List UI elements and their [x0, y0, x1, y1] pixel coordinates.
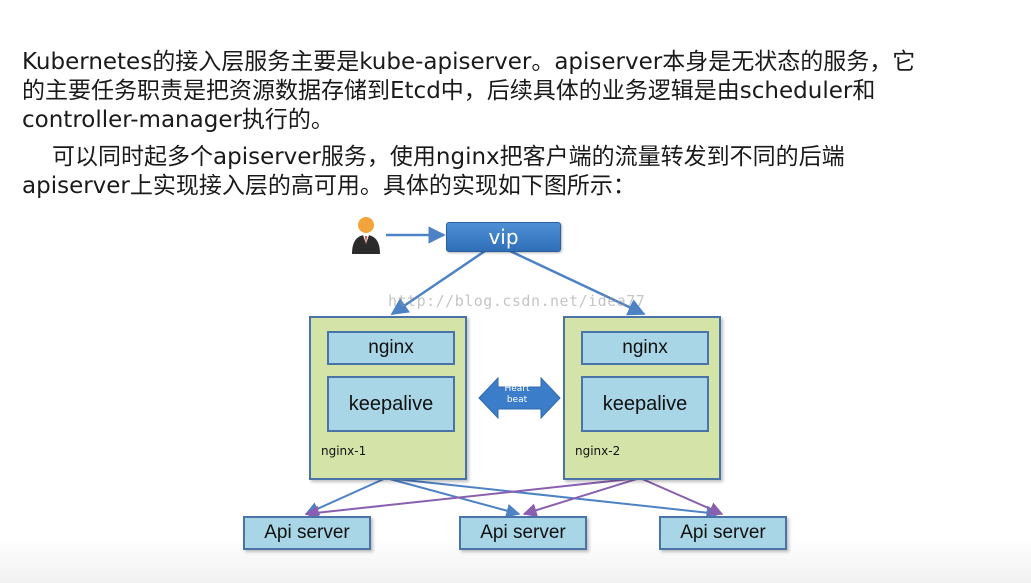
heartbeat-label-line-2: beat [506, 395, 528, 405]
nginx-1-keepalive-box: keepalive [327, 376, 455, 432]
nginx-2-nginx-box: nginx [581, 331, 709, 365]
vip-box: vip [446, 222, 561, 252]
nginx-node-2: nginx keepalive nginx-2 [563, 316, 721, 480]
heartbeat-label: Heart beat [494, 384, 540, 406]
nginx-2-keepalive-box: keepalive [581, 376, 709, 432]
node1-to-api2-line [385, 477, 521, 518]
paragraph-1-line-2: 的主要任务职责是把资源数据存储到Etcd中，后续具体的业务逻辑是由schedul… [22, 78, 876, 104]
node1-to-api1-line [304, 477, 387, 516]
api-server-box-1: Api server [243, 516, 371, 550]
paragraph-1: Kubernetes的接入层服务主要是kube-apiserver。apiser… [22, 48, 1022, 135]
node1-to-api3-line [385, 477, 721, 520]
node2-to-api3-line [639, 477, 724, 516]
nginx-node-1: nginx keepalive nginx-1 [309, 316, 467, 480]
node2-to-api2-line [522, 477, 641, 517]
node2-to-api1-line [304, 477, 641, 520]
vip-to-node2-arrow [509, 249, 646, 316]
watermark: http://blog.csdn.net/idea77 [388, 292, 646, 310]
api-server-box-2: Api server [459, 516, 587, 550]
paragraph-1-line-1: Kubernetes的接入层服务主要是kube-apiserver。apiser… [22, 49, 916, 75]
paragraph-1-line-3: controller-manager执行的。 [22, 107, 334, 133]
nginx-1-nginx-box: nginx [327, 331, 455, 365]
nginx-1-label: nginx-1 [321, 444, 367, 458]
double-arrow-icon [478, 376, 561, 420]
paragraph-2-line-2: apiserver上实现接入层的高可用。具体的实现如下图所示： [22, 173, 636, 199]
vip-to-node1-arrow [390, 249, 486, 316]
api-server-box-3: Api server [659, 516, 787, 550]
paragraph-2: 可以同时起多个apiserver服务，使用nginx把客户端的流量转发到不同的后… [22, 143, 1022, 201]
heartbeat-label-line-1: Heart [504, 384, 530, 394]
user-icon [352, 217, 380, 254]
paragraph-2-line-1: 可以同时起多个apiserver服务，使用nginx把客户端的流量转发到不同的后… [52, 144, 845, 170]
nginx-2-label: nginx-2 [575, 444, 621, 458]
